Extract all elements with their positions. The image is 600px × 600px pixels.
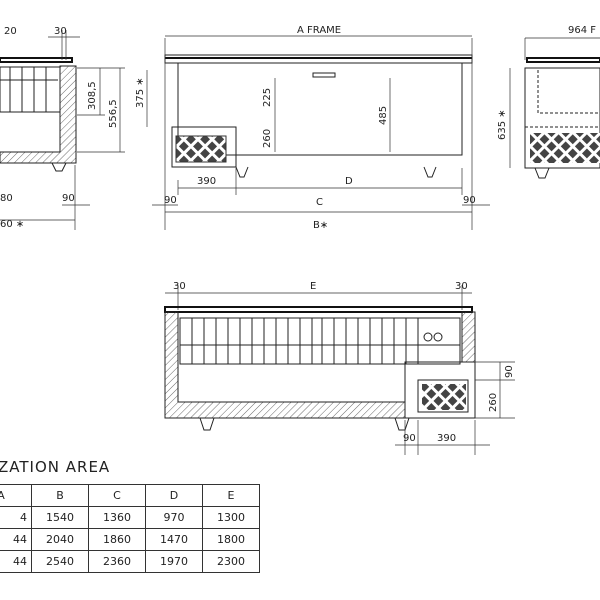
table-cell: 1360 <box>88 506 146 529</box>
header-cell: E <box>202 484 260 507</box>
dim-top-90-w: 90 <box>403 433 416 444</box>
header-cell: D <box>145 484 203 507</box>
dim-a-frame: A FRAME <box>297 25 341 36</box>
dim-top-30-right: 30 <box>455 281 468 292</box>
dim-c: C <box>316 197 323 208</box>
header-cell: B <box>31 484 89 507</box>
condenser-coil-side <box>530 133 600 163</box>
right-side-view: 964 F <box>524 25 600 179</box>
front-view: A FRAME 225 485 260 635 ∗ 390 D C B∗ 90 … <box>152 25 511 231</box>
dim-e: E <box>310 281 316 292</box>
dim-bottom-right: 90 <box>62 193 75 204</box>
table-cell: 2360 <box>88 550 146 573</box>
header-cell: C <box>88 484 146 507</box>
dim-964: 964 F <box>568 25 596 36</box>
header-cell: A <box>0 484 32 507</box>
dim-inner-height: 308,5 <box>87 81 98 110</box>
dim-d: D <box>345 176 353 187</box>
dim-top-right: 30 <box>54 26 67 37</box>
dim-390: 390 <box>197 176 216 187</box>
table-cell: 1800 <box>202 528 260 551</box>
table-cell: 1860 <box>88 528 146 551</box>
table-row: 44 2540 2360 1970 2300 <box>0 550 260 573</box>
dim-b: B∗ <box>313 220 328 231</box>
dim-bottom-left: 80 <box>0 193 13 204</box>
table-cell: 44 <box>0 550 32 573</box>
dim-total: 60 ∗ <box>0 219 24 230</box>
dim-260: 260 <box>262 129 273 148</box>
dim-top-260: 260 <box>488 393 499 412</box>
table-cell: 1970 <box>145 550 203 573</box>
dim-right-90: 90 <box>463 195 476 206</box>
table-cell: 4 <box>0 506 32 529</box>
table-cell: 1470 <box>145 528 203 551</box>
table-cell: 2040 <box>31 528 89 551</box>
table-row: 4 1540 1360 970 1300 <box>0 506 260 529</box>
top-view: 30 E 30 260 90 90 390 <box>164 281 515 455</box>
dim-top-390: 390 <box>437 433 456 444</box>
table-row: 44 2040 1860 1470 1800 <box>0 528 260 551</box>
dim-top-90-h: 90 <box>504 365 515 378</box>
table-cell: 2300 <box>202 550 260 573</box>
table-cell: 1300 <box>202 506 260 529</box>
table-title: ZATION AREA <box>0 458 111 476</box>
dim-top-left: 20 <box>4 26 17 37</box>
dim-225: 225 <box>262 88 273 107</box>
condenser-coil-top <box>422 384 466 410</box>
table-cell: 1540 <box>31 506 89 529</box>
dim-375: 375 ∗ <box>135 77 146 108</box>
dim-left-90: 90 <box>164 195 177 206</box>
condenser-coil <box>175 135 227 163</box>
dim-635: 635 ∗ <box>497 109 508 140</box>
table-cell: 970 <box>145 506 203 529</box>
side-view: 20 30 308,5 556,5 375 ∗ 80 90 60 ∗ <box>0 26 148 230</box>
table-cell: 44 <box>0 528 32 551</box>
table-header-row: A B C D E <box>0 484 260 507</box>
dimensions-table: A B C D E 4 1540 1360 970 1300 44 2040 1… <box>0 484 260 573</box>
dim-top-30-left: 30 <box>173 281 186 292</box>
dim-485: 485 <box>378 106 389 125</box>
dim-outer-height: 556,5 <box>108 99 119 128</box>
table-cell: 2540 <box>31 550 89 573</box>
